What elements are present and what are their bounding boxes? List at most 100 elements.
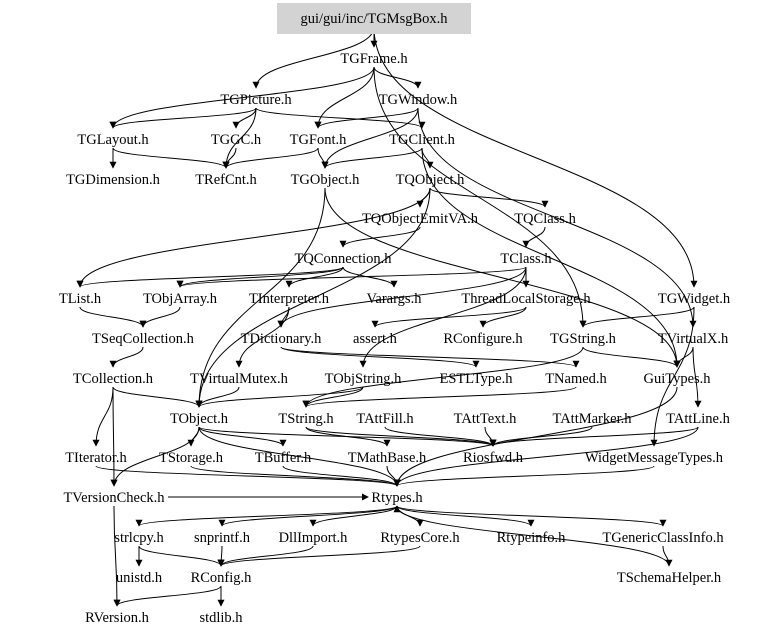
node-label: TMathBase.h xyxy=(348,450,427,466)
node-root[interactable]: gui/gui/inc/TGMsgBox.h xyxy=(277,3,471,34)
node-label: TClass.h xyxy=(500,251,552,267)
node-guitypes[interactable]: GuiTypes.h xyxy=(643,371,711,387)
node-dllimport[interactable]: DllImport.h xyxy=(279,530,349,546)
node-tgclient[interactable]: TGClient.h xyxy=(389,132,455,148)
edge-tgwindow-to-tgobject xyxy=(321,107,419,169)
node-tclass[interactable]: TClass.h xyxy=(500,251,552,267)
node-rtypeinfo[interactable]: Rtypeinfo.h xyxy=(497,530,567,546)
edge-tdictionary-to-estltype xyxy=(280,346,480,368)
node-tggc[interactable]: TGGC.h xyxy=(211,132,262,148)
node-tvirtualmutex[interactable]: TVirtualMutex.h xyxy=(190,371,289,387)
node-trefcnt[interactable]: TRefCnt.h xyxy=(195,172,257,188)
edge-tvirtualx-to-guitypes xyxy=(673,346,694,368)
node-assert[interactable]: assert.h xyxy=(353,331,398,347)
node-tbuffer[interactable]: TBuffer.h xyxy=(255,450,312,466)
node-tglayout[interactable]: TGLayout.h xyxy=(77,132,149,148)
edge-dllimport-to-rconfig xyxy=(217,545,314,567)
node-label: TGGC.h xyxy=(211,132,262,148)
node-stdlib[interactable]: stdlib.h xyxy=(199,610,243,626)
edge-tcollection-to-tversioncheck xyxy=(110,386,118,487)
node-riosfwd[interactable]: Riosfwd.h xyxy=(463,450,524,466)
edge-tobjarray-to-tseqcollection xyxy=(139,306,181,328)
node-rversion[interactable]: RVersion.h xyxy=(85,610,149,626)
node-varargs[interactable]: Varargs.h xyxy=(367,291,423,307)
edge-tgpicture-to-tggc xyxy=(232,107,257,129)
edge-tgframe-to-tgfont xyxy=(314,66,375,129)
node-tqobject[interactable]: TQObject.h xyxy=(396,172,466,188)
node-tgwindow[interactable]: TGWindow.h xyxy=(379,92,458,108)
edge-threadlocalstorage-to-assert xyxy=(371,306,527,328)
node-tgobject[interactable]: TGObject.h xyxy=(291,172,361,188)
node-label: stdlib.h xyxy=(199,610,243,626)
node-titerator[interactable]: TIterator.h xyxy=(65,450,127,466)
node-tgdimension[interactable]: TGDimension.h xyxy=(66,172,161,188)
node-tgfont[interactable]: TGFont.h xyxy=(290,132,348,148)
node-tstring[interactable]: TString.h xyxy=(278,411,334,427)
node-threadlocalstorage[interactable]: ThreadLocalStorage.h xyxy=(461,291,591,307)
node-rconfig[interactable]: RConfig.h xyxy=(191,570,253,586)
node-tattmarker[interactable]: TAttMarker.h xyxy=(553,411,633,427)
edge-tattfill-to-riosfwd xyxy=(384,426,497,447)
node-tobjarray[interactable]: TObjArray.h xyxy=(143,291,218,307)
edge-rtypes-to-tgenericclassinfo xyxy=(396,505,667,527)
edge-tattmarker-to-riosfwd xyxy=(489,426,593,447)
node-strlcpy[interactable]: strlcpy.h xyxy=(114,530,164,546)
node-label: TBuffer.h xyxy=(255,450,312,466)
node-tvirtualx[interactable]: TVirtualX.h xyxy=(658,331,729,347)
node-tobjstring[interactable]: TObjString.h xyxy=(325,371,402,387)
node-tgwidget[interactable]: TGWidget.h xyxy=(658,291,731,307)
node-tqclass[interactable]: TQClass.h xyxy=(514,211,576,227)
node-label: TDictionary.h xyxy=(241,331,323,347)
edge-tgfont-to-trefcnt xyxy=(222,147,319,169)
node-label: TQConnection.h xyxy=(294,251,392,267)
node-tlist[interactable]: TList.h xyxy=(59,291,102,307)
node-tnamed[interactable]: TNamed.h xyxy=(545,371,607,387)
node-rtypescore[interactable]: RtypesCore.h xyxy=(380,530,460,546)
edge-tgstring-to-tstring xyxy=(302,346,584,408)
node-label: assert.h xyxy=(353,331,398,347)
edge-tgwidget-to-tgstring xyxy=(579,306,695,328)
node-tinterpreter[interactable]: TInterpreter.h xyxy=(249,291,330,307)
node-label: WidgetMessageTypes.h xyxy=(585,450,724,466)
node-tversioncheck[interactable]: TVersionCheck.h xyxy=(63,490,165,506)
node-tseqcollection[interactable]: TSeqCollection.h xyxy=(92,331,195,347)
node-unistd[interactable]: unistd.h xyxy=(116,570,163,586)
node-tqconnection[interactable]: TQConnection.h xyxy=(294,251,392,267)
node-tdictionary[interactable]: TDictionary.h xyxy=(241,331,323,347)
node-label: TSeqCollection.h xyxy=(92,331,195,347)
node-label: TAttFill.h xyxy=(356,411,414,427)
edge-rtypes-to-strlcpy xyxy=(135,505,398,527)
node-tgstring[interactable]: TGString.h xyxy=(550,331,616,347)
edge-tqobjectemitva-to-tqconnection xyxy=(339,226,421,248)
node-tgpicture[interactable]: TGPicture.h xyxy=(220,92,292,108)
edge-titerator-to-rtypes xyxy=(95,465,401,487)
node-label: TGWindow.h xyxy=(379,92,458,108)
edge-tqobject-to-tobject xyxy=(195,187,431,408)
node-label: TAttLine.h xyxy=(666,411,730,427)
node-tattline[interactable]: TAttLine.h xyxy=(666,411,730,427)
node-tgenericclassinfo[interactable]: TGenericClassInfo.h xyxy=(602,530,724,546)
edge-tgfont-to-tgobject xyxy=(317,147,329,169)
node-tobject[interactable]: TObject.h xyxy=(170,411,229,427)
edge-snprintf-to-rconfig xyxy=(217,545,225,567)
node-estltype[interactable]: ESTLType.h xyxy=(440,371,514,387)
node-tschemahelper[interactable]: TSchemaHelper.h xyxy=(617,570,722,586)
edge-tqconnection-to-tlist xyxy=(76,266,344,288)
node-tatttext[interactable]: TAttText.h xyxy=(454,411,517,427)
edge-tobject-to-tversioncheck xyxy=(110,426,200,487)
node-rconfigure[interactable]: RConfigure.h xyxy=(443,331,523,347)
node-tmathbase[interactable]: TMathBase.h xyxy=(348,450,427,466)
node-snprintf[interactable]: snprintf.h xyxy=(194,530,251,546)
edge-rtypes-to-dllimport xyxy=(309,505,398,527)
node-tstorage[interactable]: TStorage.h xyxy=(159,450,224,466)
node-label: snprintf.h xyxy=(194,530,251,546)
node-tattfill[interactable]: TAttFill.h xyxy=(356,411,414,427)
node-label: TObjArray.h xyxy=(143,291,218,307)
node-label: TGString.h xyxy=(550,331,616,347)
node-tqobjectemitva[interactable]: TQObjectEmitVA.h xyxy=(362,211,479,227)
node-tcollection[interactable]: TCollection.h xyxy=(73,371,154,387)
node-tgframe[interactable]: TGFrame.h xyxy=(340,51,408,67)
node-widgetmessagetypes[interactable]: WidgetMessageTypes.h xyxy=(585,450,724,466)
node-rtypes[interactable]: Rtypes.h xyxy=(371,490,423,506)
